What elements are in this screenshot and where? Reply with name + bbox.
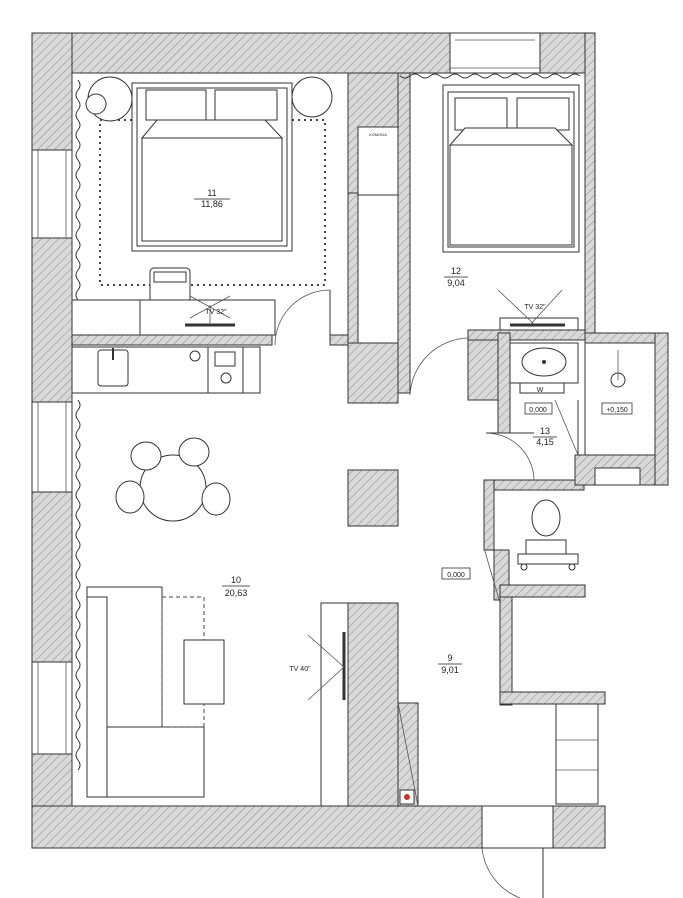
room-10-area: 20,63 [225, 588, 248, 598]
washer-label: W [537, 387, 544, 394]
tv-label-bedroom-12: TV 32" [524, 304, 546, 311]
level-shower: +0,150 [606, 407, 628, 414]
room-13-area: 4,15 [536, 437, 554, 447]
windows-left [31, 149, 73, 755]
room-9-area: 9,01 [441, 665, 459, 675]
bedroom-11: 11 11,86 TV 32" [71, 76, 333, 346]
room-11-area: 11,86 [201, 199, 223, 209]
curtains [75, 73, 581, 771]
room-12-number: 12 [451, 266, 461, 276]
room-10-number: 10 [231, 575, 241, 585]
living-room-10: TV 40" 10 20,63 [71, 346, 349, 807]
room-9-number: 9 [447, 653, 452, 663]
wardrobe-label: KOMODA [369, 132, 387, 137]
room-11-number: 11 [207, 188, 216, 198]
tv-label-bedroom-11: TV 32" [205, 309, 227, 316]
level-hall: 0,000 [447, 572, 465, 579]
bedroom-12: KOMODA 12 9,04 TV 32" [357, 84, 580, 396]
tv-label-living: TV 40" [289, 666, 311, 673]
window-top [449, 32, 541, 74]
room-13-number: 13 [540, 426, 550, 436]
level-bath: 0,000 [529, 407, 547, 414]
bathroom-13: W 0,000 +0,150 13 4,15 [485, 342, 656, 571]
hall-9: 0,000 9 9,01 [397, 547, 599, 898]
room-12-area: 9,04 [447, 278, 465, 288]
